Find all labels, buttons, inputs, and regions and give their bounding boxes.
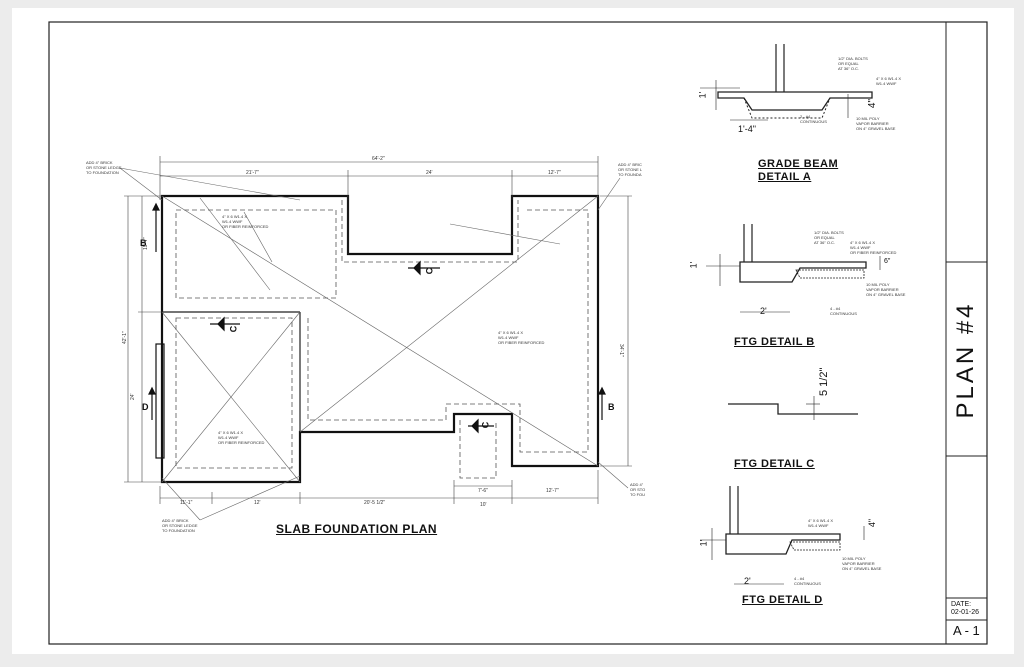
detail-b-note-vapor: 10 MIL POLY VAPOR BARRIER ON 4" GRAVEL B… xyxy=(866,282,906,297)
section-mark-b-left: B xyxy=(140,238,147,248)
dim-bottom-2: 12' xyxy=(254,500,261,506)
detail-d-title: FTG DETAIL D xyxy=(742,594,823,606)
section-mark-d: D xyxy=(142,402,149,412)
detail-b-note-bolts: 1/2" DIA. BOLTS OR EQUAL AT 36" O.C. xyxy=(814,230,844,245)
detail-d-note-vapor: 10 MIL POLY VAPOR BARRIER ON 4" GRAVEL B… xyxy=(842,556,882,571)
detail-a-linework xyxy=(700,44,873,121)
section-mark-c-top: C xyxy=(424,267,435,275)
detail-d-dim-2: 4" xyxy=(867,518,878,528)
dim-left-2: 42'-1" xyxy=(122,331,128,344)
detail-b-dim-1: 1' xyxy=(688,261,699,269)
paper xyxy=(12,8,1014,654)
date-value: 02-01-26 xyxy=(951,609,980,616)
detail-c-linework xyxy=(728,396,858,420)
detail-b-dim-3: 2' xyxy=(760,306,767,316)
detail-a-note-rebar: 2 - #4 CONTINUOUS xyxy=(800,114,827,124)
note-ledge-top-right: ADD 4" BRIC OR STONE L TO FOUNDA xyxy=(618,162,643,177)
note-slab-reinforcing-2: 4" X 6 W1.4 X W1.4 WWF OR FIBER REINFORC… xyxy=(498,330,545,345)
dim-overall-width: 64'-2" xyxy=(372,156,385,162)
dim-bottom-5: 12'-7" xyxy=(546,488,559,494)
title-block xyxy=(945,22,987,644)
dim-top-2: 24' xyxy=(426,170,433,176)
detail-c-dim-1: 5 1/2" xyxy=(818,367,830,396)
slab-foundation-plan xyxy=(119,156,632,521)
detail-d-note-mesh: 4" X 6 W1.4 X W1.4 WWF xyxy=(808,518,833,528)
detail-a-title-1: GRADE BEAM xyxy=(758,158,839,170)
detail-a-note-vapor: 10 MIL POLY VAPOR BARRIER ON 4" GRAVEL B… xyxy=(856,116,896,131)
date-label: DATE: xyxy=(951,601,972,608)
detail-a-note-mesh: 4" X 6 W1.4 X W1.4 WWF xyxy=(876,76,901,86)
note-slab-reinforcing-3: 4" X 6 W1.4 X W1.4 WWF OR FIBER REINFORC… xyxy=(218,430,265,445)
detail-a-title-2: DETAIL A xyxy=(758,171,812,183)
detail-a-note-bolts: 1/2" DIA. BOLTS OR EQUAL AT 36" O.C. xyxy=(838,56,868,71)
detail-d-linework xyxy=(700,486,865,585)
sheet-border xyxy=(48,21,988,645)
dim-top-1: 21'-7" xyxy=(246,170,259,176)
section-mark-c-bottom: C xyxy=(480,421,491,429)
detail-b-note-rebar: 4 - #4 CONTINUOUS xyxy=(830,306,857,316)
detail-a-dim-2: 4" xyxy=(867,98,879,109)
detail-d-dim-1: 1' xyxy=(698,539,709,547)
sheet-number: A - 1 xyxy=(953,623,980,638)
note-ledge-top-left: ADD 4" BRICK OR STONE LEDGE TO FOUNDATIO… xyxy=(86,160,122,175)
detail-b-linework xyxy=(706,224,881,313)
note-ledge-bottom-left: ADD 4" BRICK OR STONE LEDGE TO FOUNDATIO… xyxy=(162,518,198,533)
section-mark-c-left: C xyxy=(228,325,239,333)
detail-a-dim-3: 1'-4" xyxy=(738,124,756,134)
dim-bottom-1: 11'-1" xyxy=(180,500,193,506)
plan-number-label: PLAN #4 xyxy=(952,301,979,419)
dim-top-3: 12'-7" xyxy=(548,170,561,176)
detail-d-dim-3: 2' xyxy=(744,576,751,586)
note-slab-reinforcing-1: 4" X 6 W1.4 X W1.4 WWF OR FIBER REINFORC… xyxy=(222,214,269,229)
detail-b-dim-2: 6" xyxy=(884,258,891,265)
plan-title: SLAB FOUNDATION PLAN xyxy=(276,522,438,536)
dim-left-3: 24' xyxy=(130,393,136,400)
detail-b-note-mesh: 4" X 6 W1.4 X W1.4 WWF OR FIBER REINFORC… xyxy=(850,240,897,255)
detail-b-title: FTG DETAIL B xyxy=(734,336,815,348)
detail-a-dim-1: 1' xyxy=(697,91,708,99)
note-ledge-bottom-right: ADD 4" OR STO TO FOU xyxy=(630,482,646,497)
dim-bottom-4: 7'-6" xyxy=(478,488,488,494)
dim-bottom-6: 10' xyxy=(480,502,487,508)
detail-d-note-rebar: 4 - #4 CONTINUOUS xyxy=(794,576,821,586)
dim-bottom-3: 20'-5 1/2" xyxy=(364,500,386,506)
dim-right-1: 34'-1" xyxy=(618,344,624,357)
detail-c-title: FTG DETAIL C xyxy=(734,458,815,470)
section-mark-b-right: B xyxy=(608,402,615,412)
